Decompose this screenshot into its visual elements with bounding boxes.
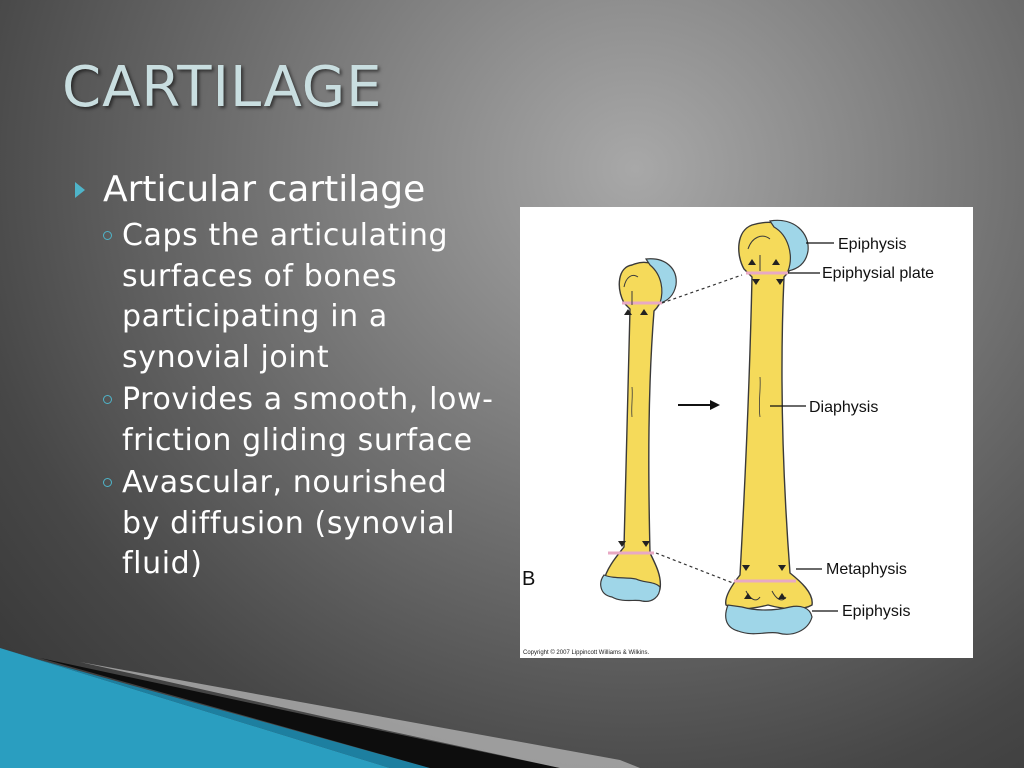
small-bone-illustration [600,258,677,602]
label-leader-lines [770,242,838,612]
growth-arrow-icon [678,400,720,410]
ring-bullet-icon [103,231,112,240]
ring-bullet-icon [103,478,112,487]
ring-bullet-icon [103,395,112,404]
bullet-text: Articular cartilage [103,169,426,210]
bullet-item: Articular cartilage [75,168,495,212]
sub-bullet-item: Caps the articulating surfaces of bones … [103,216,495,378]
sub-bullet-text: Avascular, nourished by diffusion (synov… [122,465,456,581]
label-diaphysis: Diaphysis [809,399,878,416]
sub-bullet-item: Avascular, nourished by diffusion (synov… [103,463,495,585]
large-bone-illustration [725,219,813,635]
sub-bullet-item: Provides a smooth, low-friction gliding … [103,380,495,461]
label-epiphysis-top: Epiphysis [838,236,906,253]
dashed-connector-lines [655,274,743,586]
label-epiphysis-bottom: Epiphysis [842,603,910,620]
sub-bullet-text: Caps the articulating surfaces of bones … [122,218,449,375]
bullet-list: Articular cartilage Caps the articulatin… [75,168,495,587]
label-metaphysis: Metaphysis [826,561,907,578]
triangle-bullet-icon [75,182,85,198]
slide-title: CARTILAGE [62,55,383,120]
label-epiphysial-plate: Epiphysial plate [822,265,934,282]
bone-diagram: Epiphysis Epiphysial plate Diaphysis Met… [520,207,973,658]
sub-bullet-text: Provides a smooth, low-friction gliding … [122,382,494,458]
copyright-notice: Copyright © 2007 Lippincott Williams & W… [523,649,649,656]
sub-bullet-list: Caps the articulating surfaces of bones … [103,216,495,585]
panel-letter: B [522,568,535,590]
